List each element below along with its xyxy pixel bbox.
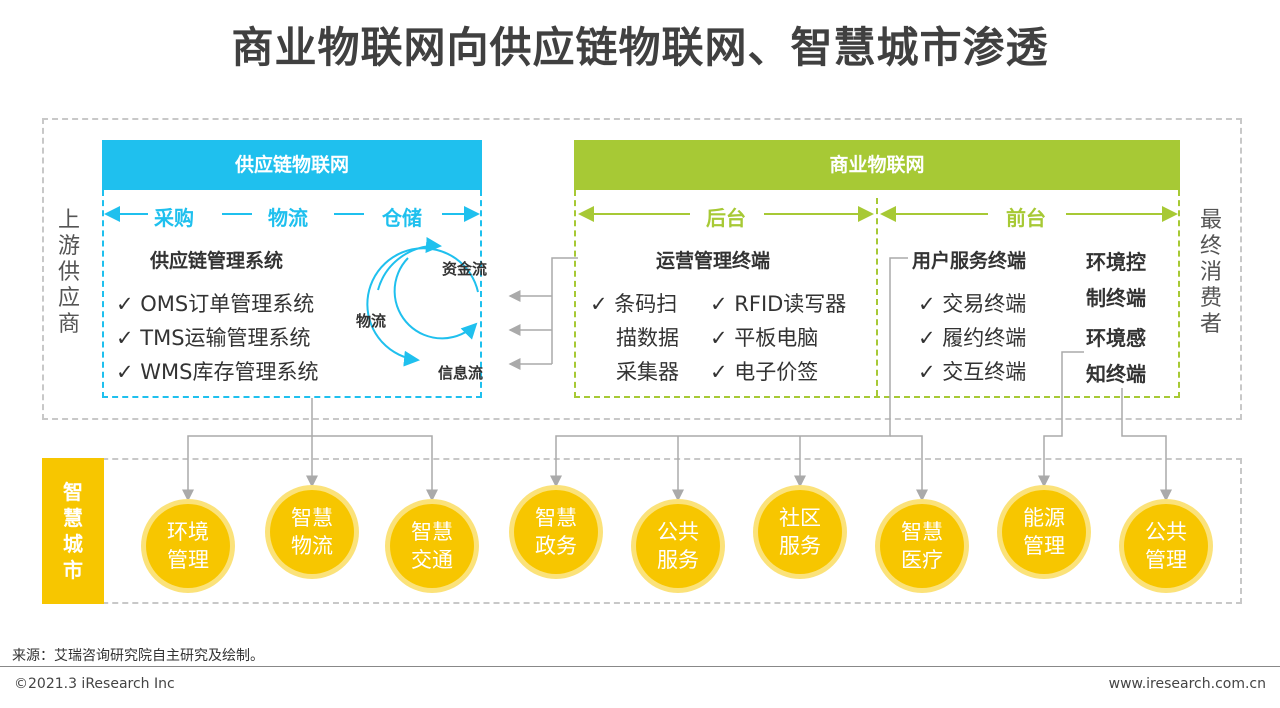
cycle-top-arc: [377, 237, 442, 291]
segment-procurement: 采购: [154, 206, 194, 230]
upstream-supplier-label: 上游供应商: [57, 208, 80, 337]
source-note: 来源：艾瑞咨询研究院自主研究及绘制。: [12, 648, 264, 664]
env-control-line2: 制终端: [1086, 286, 1146, 310]
circle-label: 智慧物流: [291, 506, 333, 558]
circle-label: 公共服务: [657, 520, 699, 572]
circle-community-service: 社区服务: [758, 490, 842, 574]
env-control-line1: 环境控: [1086, 250, 1146, 274]
user-service-subhead: 用户服务终端: [912, 250, 1027, 272]
smart-city-label-text: 智慧城市: [63, 480, 83, 582]
circle-energy-management: 能源管理: [1002, 490, 1086, 574]
back-item-tablet: ✓ 平板电脑: [710, 326, 819, 350]
supply-chain-header: 供应链物联网: [102, 140, 482, 190]
segment-back-office: 后台: [706, 206, 746, 230]
user-down-medical: [890, 435, 928, 502]
circle-smart-traffic: 智慧交通: [390, 504, 474, 588]
cycle-info-flow: 信息流: [438, 364, 484, 382]
circle-public-management: 公共管理: [1124, 504, 1208, 588]
back-col1-line2: 描数据: [616, 326, 679, 350]
circle-environment-management: 环境管理: [146, 504, 230, 588]
circle-label: 环境管理: [167, 520, 209, 572]
circle-label: 公共管理: [1145, 520, 1187, 572]
ops-to-supply-bracket: [551, 257, 578, 364]
footer-divider: [0, 666, 1280, 667]
back-col1-line3: 采集器: [616, 360, 679, 384]
env-sense-line1: 环境感: [1086, 326, 1146, 350]
env-sense-line2: 知终端: [1086, 362, 1146, 386]
supply-chain-subhead: 供应链管理系统: [150, 250, 284, 272]
circle-label: 智慧政务: [535, 506, 577, 558]
env-sense-line: [1121, 388, 1172, 502]
copyright-text: ©2021.3 iResearch Inc: [14, 676, 175, 692]
supply-item-oms: ✓ OMS订单管理系统: [116, 292, 315, 316]
circle-label: 能源管理: [1023, 506, 1065, 558]
circle-label: 社区服务: [779, 506, 821, 558]
env-control-line: [1038, 351, 1084, 488]
smart-city-label: 智慧城市: [42, 458, 104, 604]
circle-public-service: 公共服务: [636, 504, 720, 588]
segment-front-office: 前台: [1006, 206, 1046, 230]
circle-smart-medical: 智慧医疗: [880, 504, 964, 588]
back-col1-line1: ✓ 条码扫: [590, 292, 678, 316]
commercial-iot-header: 商业物联网: [574, 140, 1180, 190]
supply-item-wms: ✓ WMS库存管理系统: [116, 360, 319, 384]
cycle-outer-arc: [366, 247, 479, 367]
back-item-esl: ✓ 电子价签: [710, 360, 819, 384]
backend-frontend-divider: [876, 198, 878, 396]
front-item-interaction: ✓ 交互终端: [918, 360, 1027, 384]
segment-warehousing: 仓储: [382, 206, 422, 230]
cycle-capital-flow: 资金流: [442, 260, 488, 278]
back-item-rfid: ✓ RFID读写器: [710, 292, 847, 316]
commercial-iot-box: [574, 190, 1180, 398]
page-title: 商业物联网向供应链物联网、智慧城市渗透: [231, 23, 1049, 72]
end-consumer-label: 最终消费者: [1199, 208, 1222, 337]
cycle-center-logistics: 物流: [356, 312, 387, 330]
circle-label: 智慧医疗: [901, 520, 943, 572]
supply-chain-box: [102, 190, 482, 398]
cycle-inner-arc: [393, 257, 478, 340]
supply-down-line: [182, 398, 313, 502]
circle-smart-government: 智慧政务: [514, 490, 598, 574]
website-url: www.iresearch.com.cn: [1108, 676, 1266, 692]
ops-terminal-subhead: 运营管理终端: [656, 250, 771, 272]
upper-region: [42, 118, 1242, 420]
circle-label: 智慧交通: [411, 520, 453, 572]
supply-down-traffic: [312, 435, 438, 502]
segment-logistics: 物流: [268, 206, 308, 230]
front-item-fulfillment: ✓ 履约终端: [918, 326, 1027, 350]
supply-item-tms: ✓ TMS运输管理系统: [116, 326, 311, 350]
circle-smart-logistics: 智慧物流: [270, 490, 354, 574]
front-item-transaction: ✓ 交易终端: [918, 292, 1027, 316]
